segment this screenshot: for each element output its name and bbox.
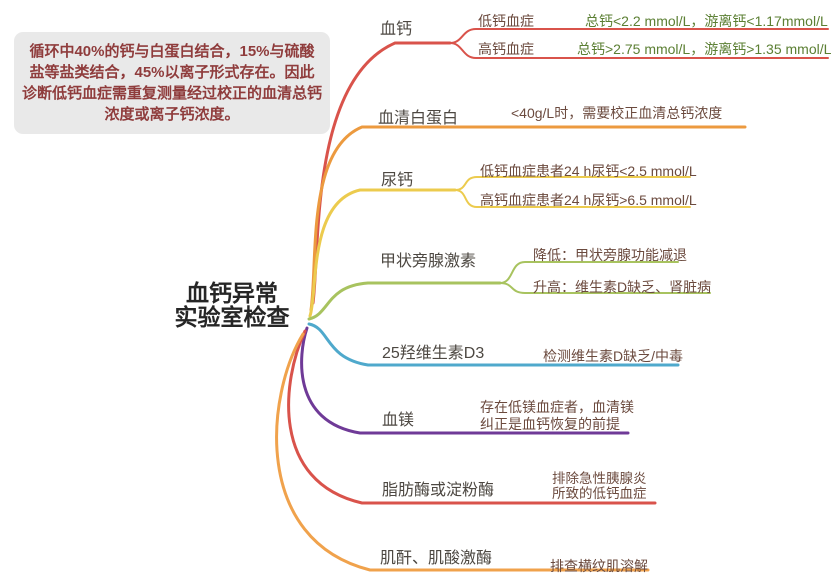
hypocalcemia-label: 低钙血症 — [478, 13, 534, 29]
pth-high-detail: 升高：维生素D缺乏、肾脏病 — [533, 279, 712, 295]
vitamin-d3-detail: 检测维生素D缺乏/中毒 — [543, 348, 683, 364]
lipase-amylase-detail-line2: 所致的低钙血症 — [552, 486, 647, 501]
lipase-amylase-detail-line1: 排除急性胰腺炎 — [552, 471, 647, 486]
branch-serum-calcium-label: 血钙 — [380, 21, 413, 38]
central-topic: 血钙异常 实验室检查 — [162, 281, 302, 329]
branch-creatinine-ck-label: 肌酐、肌酸激酶 — [380, 550, 493, 567]
hypocalcemia-detail: 总钙<2.2 mmol/L，游离钙<1.17mmol/L — [585, 13, 828, 29]
branch-lipase-amylase-line — [287, 329, 657, 505]
note-text: 循环中40%的钙与白蛋白结合，15%与硫酸盐等盐类结合，45%以离子形式存在。因… — [22, 43, 323, 123]
branch-pth-label: 甲状旁腺激素 — [380, 253, 477, 270]
branch-serum-albumin-label: 血清白蛋白 — [378, 110, 459, 127]
hypercalcemia-line — [449, 42, 829, 59]
branch-vitamin-d3-label: 25羟维生素D3 — [382, 345, 485, 362]
central-topic-line2: 实验室检查 — [174, 304, 290, 330]
magnesium-detail-line1: 存在低镁血症者，血清镁 — [480, 399, 634, 415]
hypercalcemia-label: 高钙血症 — [478, 41, 534, 57]
urine-hypercalcemia-detail: 高钙血症患者24 h尿钙>6.5 mmol/L — [480, 192, 697, 208]
serum-albumin-detail: <40g/L时，需要校正血清总钙浓度 — [511, 105, 723, 121]
magnesium-detail-line2: 纠正是血钙恢复的前提 — [480, 416, 620, 432]
branch-urine-calcium-line — [308, 188, 457, 318]
branch-lipase-amylase-label: 脂肪酶或淀粉酶 — [382, 482, 495, 499]
pth-high-line — [499, 282, 711, 294]
central-topic-line1: 血钙异常 — [186, 280, 278, 306]
hypercalcemia-detail: 总钙>2.75 mmol/L，游离钙>1.35 mmol/L — [577, 41, 831, 57]
branch-urine-calcium-label: 尿钙 — [381, 172, 414, 189]
note-box: 循环中40%的钙与白蛋白结合，15%与硫酸盐等盐类结合，45%以离子形式存在。因… — [14, 32, 330, 134]
pth-low-detail: 降低：甲状旁腺功能减退 — [533, 247, 687, 263]
urine-hypercalcemia-line — [454, 189, 691, 208]
magnesium-detail: 存在低镁血症者，血清镁 纠正是血钙恢复的前提 — [480, 399, 634, 433]
branch-magnesium-label: 血镁 — [382, 412, 415, 429]
branch-pth-line — [307, 281, 502, 321]
pth-low-line — [499, 261, 679, 284]
creatinine-ck-detail: 排查横纹肌溶解 — [550, 558, 648, 574]
lipase-amylase-detail: 排除急性胰腺炎 所致的低钙血症 — [552, 471, 647, 501]
branch-magnesium-line — [300, 326, 630, 435]
urine-hypocalcemia-detail: 低钙血症患者24 h尿钙<2.5 mmol/L — [480, 163, 697, 179]
branch-vitamin-d3-line — [307, 322, 680, 367]
branch-creatinine-ck-line — [275, 332, 650, 572]
